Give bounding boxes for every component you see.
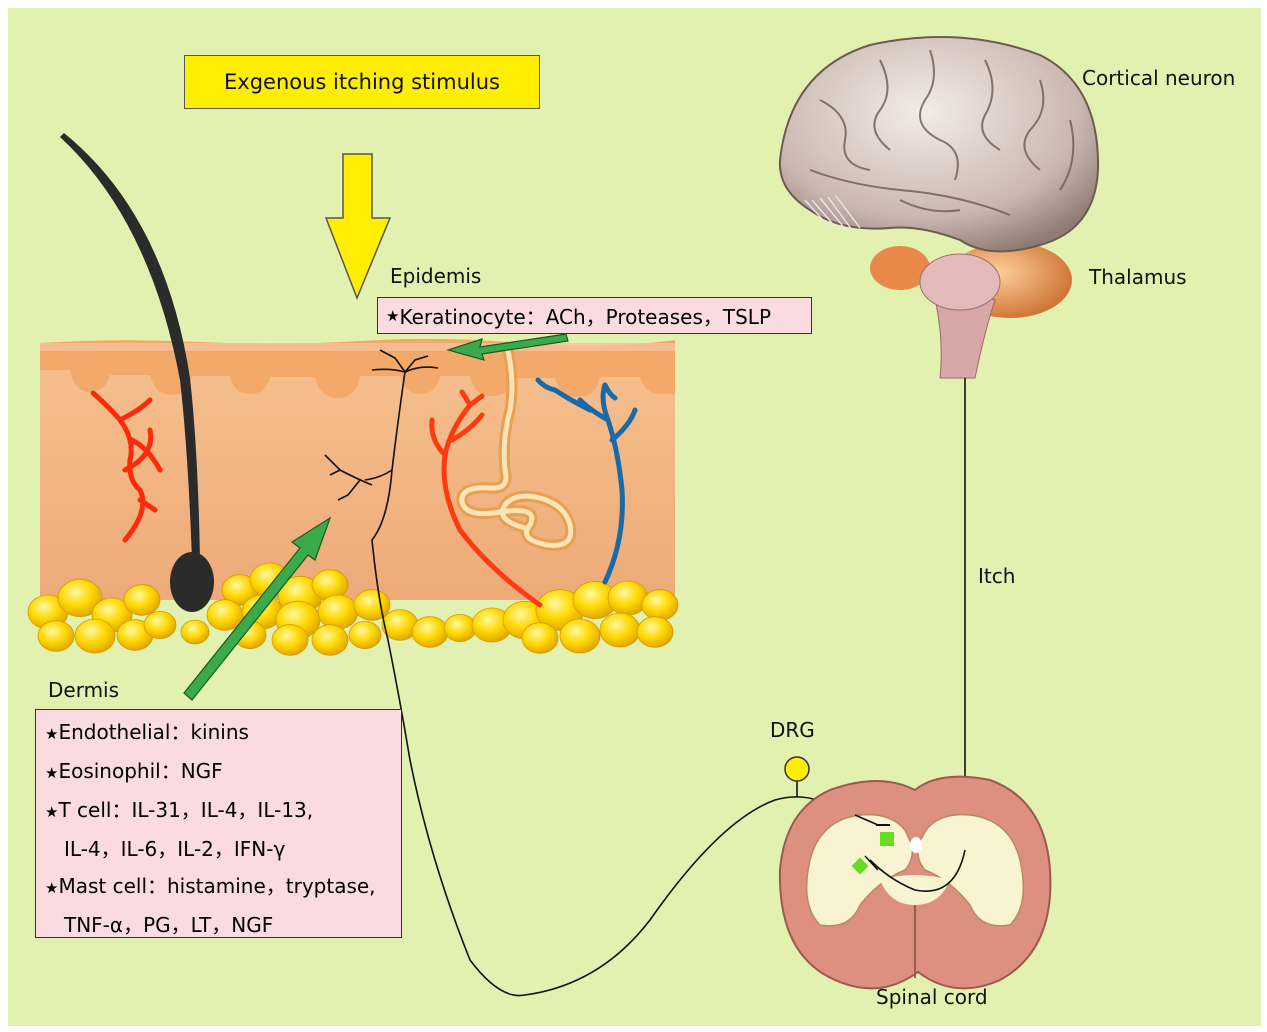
mediator-text: TNF-α，PG，LT，NGF bbox=[64, 913, 273, 937]
fat-cell bbox=[608, 581, 648, 615]
mediator-row-continued: IL-4，IL-6，IL-2，IFN-γ bbox=[45, 831, 401, 868]
fat-cell bbox=[444, 614, 476, 641]
mediator-row: ★T cell：IL-31，IL-4，IL-13, bbox=[45, 792, 401, 831]
fat-cell bbox=[272, 625, 308, 656]
thalamus-label: Thalamus bbox=[1089, 265, 1187, 289]
mediator-text: Eosinophil：NGF bbox=[58, 759, 222, 783]
mediator-row: ★Mast cell：histamine，tryptase, bbox=[45, 868, 401, 907]
fat-cell bbox=[312, 625, 348, 656]
fat-cell bbox=[412, 617, 448, 648]
mediator-text: T cell：IL-31，IL-4，IL-13, bbox=[58, 798, 313, 822]
synapse-square bbox=[880, 832, 894, 846]
fat-cell bbox=[318, 595, 358, 629]
cortical-neuron-label: Cortical neuron bbox=[1082, 66, 1235, 90]
star-icon: ★ bbox=[45, 803, 58, 821]
stimulus-label: Exgenous itching stimulus bbox=[224, 70, 500, 94]
mediator-row-continued: TNF-α，PG，LT，NGF bbox=[45, 907, 401, 944]
skin-cross-section bbox=[40, 339, 675, 600]
spinal-cord-label: Spinal cord bbox=[876, 985, 988, 1009]
fat-cell bbox=[124, 585, 160, 616]
fat-cell bbox=[600, 613, 640, 647]
dorsal-root-ganglion bbox=[785, 757, 809, 797]
star-icon: ★ bbox=[45, 725, 58, 743]
brain bbox=[780, 37, 1098, 378]
fat-cell bbox=[522, 623, 558, 654]
fat-cell bbox=[354, 590, 390, 621]
drg-label: DRG bbox=[770, 718, 815, 742]
star-icon: ★ bbox=[45, 879, 58, 897]
stimulus-box: Exgenous itching stimulus bbox=[184, 55, 540, 109]
star-icon: ★ bbox=[45, 764, 58, 782]
mediator-text: IL-4，IL-6，IL-2，IFN-γ bbox=[64, 837, 285, 861]
fat-cell bbox=[642, 590, 678, 621]
star-icon: ★ bbox=[386, 307, 399, 325]
fat-cell bbox=[181, 620, 209, 644]
mediator-text: Endothelial：kinins bbox=[58, 720, 248, 744]
fat-cell bbox=[637, 617, 673, 648]
keratinocyte-box: ★Keratinocyte：ACh，Proteases，TSLP bbox=[377, 297, 812, 334]
mediator-text: Mast cell：histamine，tryptase, bbox=[58, 874, 375, 898]
keratinocyte-text: Keratinocyte：ACh，Proteases，TSLP bbox=[399, 301, 771, 330]
fat-cell bbox=[75, 619, 115, 653]
mediator-row: ★Endothelial：kinins bbox=[45, 714, 401, 753]
fat-cell bbox=[144, 611, 176, 638]
fat-cell bbox=[349, 621, 381, 648]
dermis-label: Dermis bbox=[48, 678, 119, 702]
dermis-mediators-box: ★Endothelial：kinins ★Eosinophil：NGF ★T c… bbox=[35, 709, 402, 938]
itch-label: Itch bbox=[978, 564, 1015, 588]
mediator-row: ★Eosinophil：NGF bbox=[45, 753, 401, 792]
stimulus-arrow bbox=[326, 154, 390, 298]
fat-cell bbox=[38, 621, 74, 652]
fat-cell bbox=[560, 619, 600, 653]
spinal-cord bbox=[780, 777, 1050, 989]
epidermis-label: Epidemis bbox=[390, 264, 481, 288]
